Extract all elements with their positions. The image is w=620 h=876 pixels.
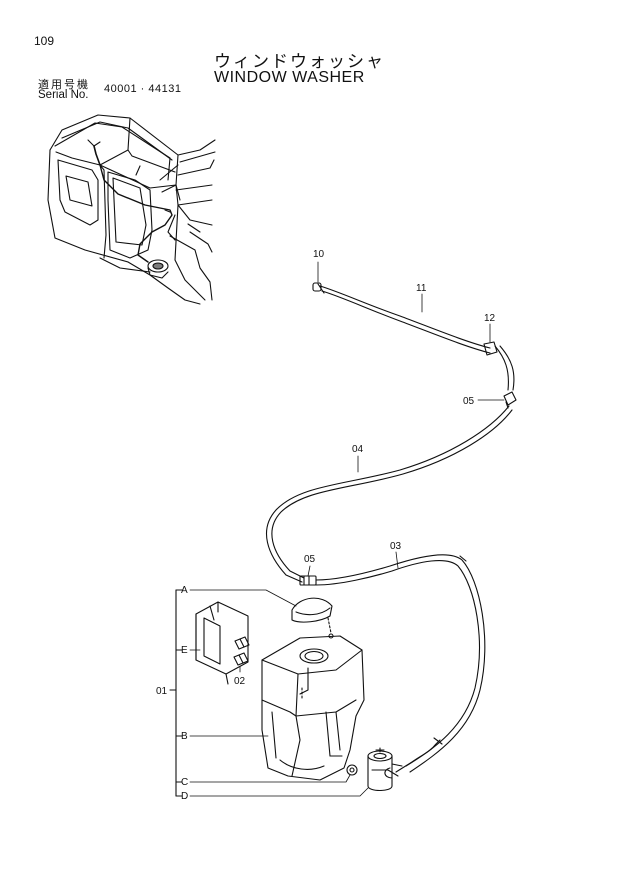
seal-C [346,764,358,776]
nozzle-10 [312,282,322,292]
callout-02: 02 [234,676,246,687]
bolts-02 [233,636,250,666]
hose-04 [266,405,513,583]
tank-cap [291,597,334,639]
page-number: 109 [34,34,55,48]
washer-tank [261,635,365,781]
joint-12 [483,341,515,391]
pump-D [367,747,403,792]
callout-E: E [181,645,188,656]
callout-01: 01 [156,686,168,697]
hose-11 [312,282,491,354]
callout-04: 04 [352,444,364,455]
hose-03 [315,554,486,773]
title-japanese: ウィンドウォッシャ [214,52,385,72]
callout-A: A [181,585,188,596]
cab-inset-illustration [47,114,216,305]
serial-label-japanese: 適用号機 [38,78,90,91]
callout-05-upper: 05 [463,396,475,407]
callout-D: D [181,791,188,802]
wire-harness [384,737,443,779]
callout-C: C [181,777,188,788]
group-bracket-01 [169,589,183,797]
callout-12: 12 [484,313,496,324]
serial-range: 40001 · 44131 [104,83,182,95]
title-english: WINDOW WASHER [214,69,365,86]
callout-03: 03 [390,541,402,552]
callout-B: B [181,731,188,742]
connector-05-upper [503,391,517,409]
leader-lines [189,261,505,797]
callout-11: 11 [416,283,427,294]
serial-label: Serial No. [38,89,89,101]
bracket-E [195,601,249,685]
callout-10: 10 [313,249,325,260]
callout-05-lower: 05 [304,554,316,565]
